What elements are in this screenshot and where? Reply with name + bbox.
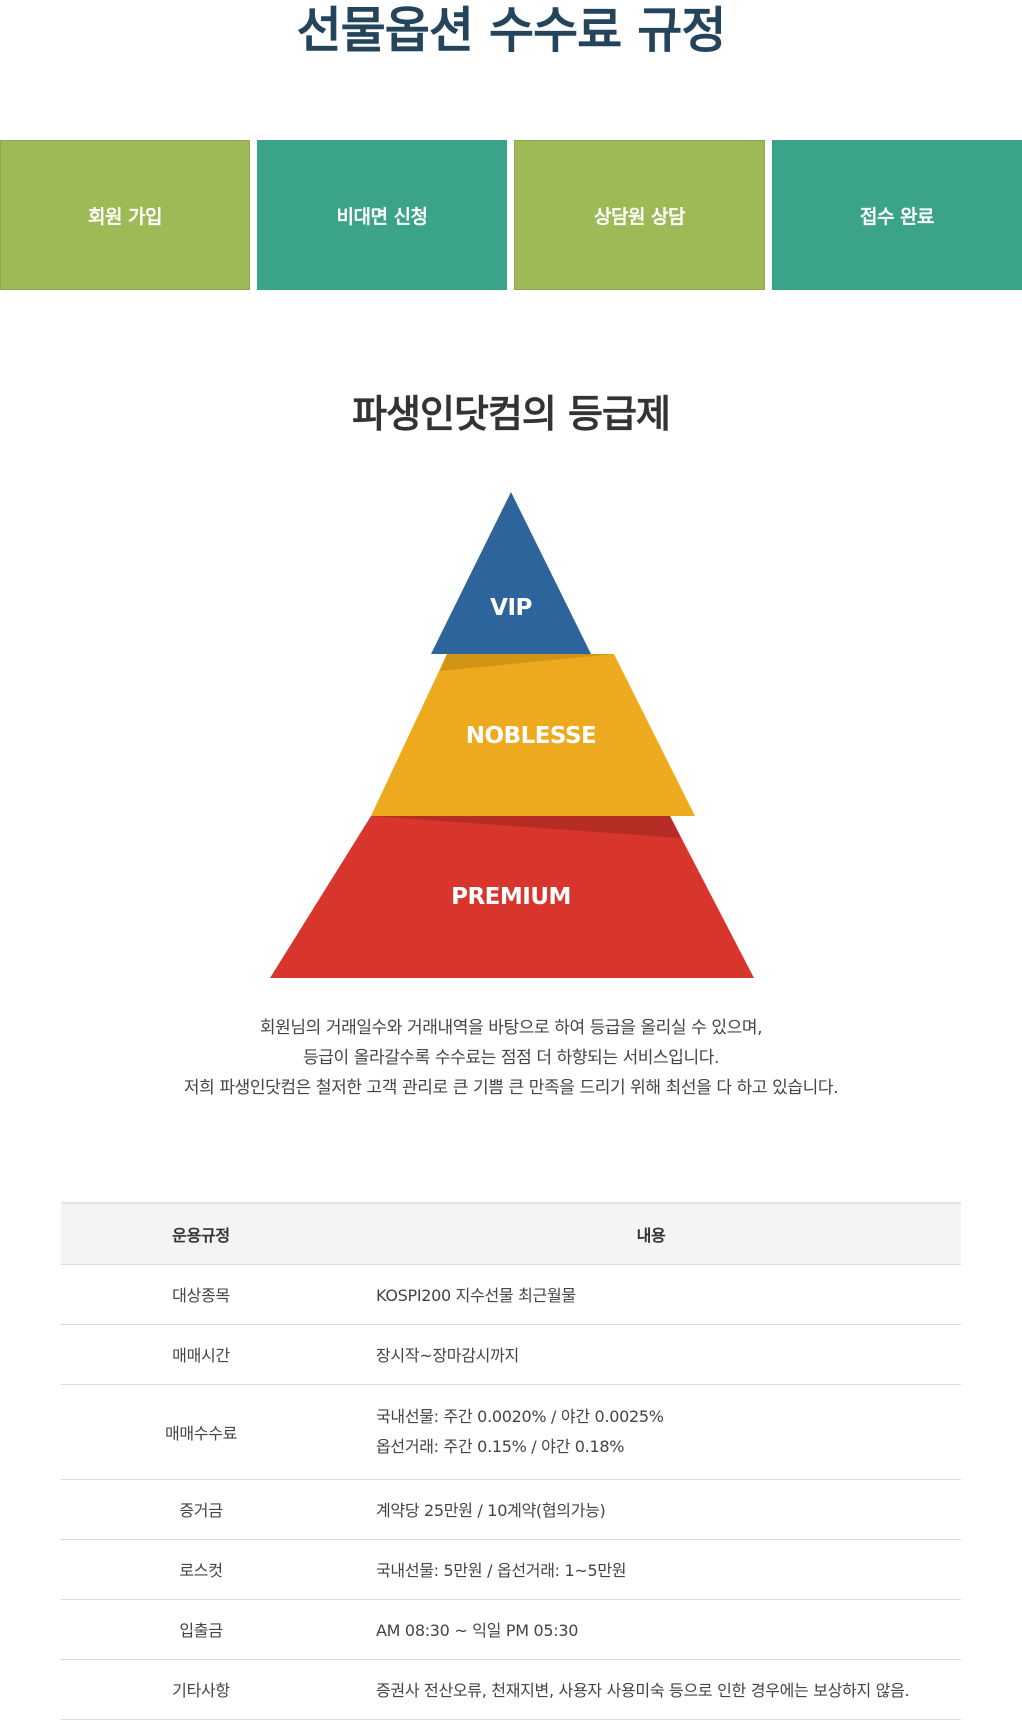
table-row: 로스컷 국내선물: 5만원 / 옵선거래: 1~5만원 [61, 1539, 961, 1600]
table-row: 입출금 AM 08:30 ~ 익일 PM 05:30 [61, 1599, 961, 1660]
content-cell: AM 08:30 ~ 익일 PM 05:30 [341, 1599, 961, 1660]
content-cell: 국내선물: 5만원 / 옵선거래: 1~5만원 [341, 1539, 961, 1600]
tier-premium-shape [270, 816, 754, 978]
content-line: 국내선물: 주간 0.0020% / 야간 0.0025% [376, 1406, 664, 1426]
content-cell: KOSPI200 지수선물 최근월물 [341, 1264, 961, 1325]
header-rule: 운용규정 [61, 1202, 341, 1265]
content-cell: 증권사 전산오류, 천재지변, 사용자 사용미숙 등으로 인한 경우에는 보상하… [341, 1659, 961, 1720]
tier-label-premium: PREMIUM [451, 884, 571, 910]
header-content: 내용 [341, 1202, 961, 1265]
description-line: 저희 파생인닷컴은 철저한 고객 관리로 큰 기쁨 큰 만족을 드리기 위해 최… [183, 1078, 839, 1098]
content-line: 옵선거래: 주간 0.15% / 야간 0.18% [376, 1436, 625, 1456]
page-title: 선물옵션 수수료 규정 [296, 2, 727, 59]
step-signup[interactable]: 회원 가입 [0, 140, 250, 290]
tier-label-vip: VIP [490, 595, 532, 621]
rule-cell: 매매수수료 [61, 1384, 341, 1480]
tier-noblesse-shape [371, 654, 695, 816]
description-line: 등급이 올라갈수록 수수료는 점점 더 하향되는 서비스입니다. [302, 1048, 720, 1068]
content-cell: 국내선물: 주간 0.0020% / 야간 0.0025% 옵선거래: 주간 0… [341, 1384, 961, 1480]
step-remote-apply[interactable]: 비대면 신청 [257, 140, 507, 290]
content-cell: 장시작~장마감시까지 [341, 1324, 961, 1385]
step-complete[interactable]: 접수 완료 [772, 140, 1022, 290]
rule-cell: 증거금 [61, 1479, 341, 1540]
rule-cell: 입출금 [61, 1599, 341, 1660]
grade-section-title: 파생인닷컴의 등급제 [352, 392, 671, 436]
rule-cell: 로스컷 [61, 1539, 341, 1600]
rule-cell: 대상종목 [61, 1264, 341, 1325]
rules-table: 운용규정 내용 대상종목 KOSPI200 지수선물 최근월물 매매시간 장시작… [61, 1202, 961, 1720]
grade-pyramid: VIP NOBLESSE PREMIUM [250, 480, 770, 980]
table-row: 증거금 계약당 25만원 / 10계약(협의가능) [61, 1479, 961, 1540]
table-row: 기타사항 증권사 전산오류, 천재지변, 사용자 사용미숙 등으로 인한 경우에… [61, 1659, 961, 1720]
content-cell: 계약당 25만원 / 10계약(협의가능) [341, 1479, 961, 1540]
table-row: 매매수수료 국내선물: 주간 0.0020% / 야간 0.0025% 옵선거래… [61, 1384, 961, 1480]
table-header-row: 운용규정 내용 [61, 1202, 961, 1265]
step-label: 회원 가입 [87, 205, 163, 228]
tier-vip-shape [431, 492, 591, 654]
table-row: 대상종목 KOSPI200 지수선물 최근월물 [61, 1264, 961, 1325]
step-label: 상담원 상담 [593, 205, 686, 228]
grade-description: 회원님의 거래일수와 거래내역을 바탕으로 하여 등급을 올리실 수 있으며, … [0, 1013, 1022, 1103]
rule-cell: 기타사항 [61, 1659, 341, 1720]
step-label: 접수 완료 [859, 205, 935, 228]
description-line: 회원님의 거래일수와 거래내역을 바탕으로 하여 등급을 올리실 수 있으며, [259, 1018, 763, 1038]
tier-premium-shadow [371, 816, 681, 838]
table-row: 매매시간 장시작~장마감시까지 [61, 1324, 961, 1385]
tier-noblesse-shadow [440, 654, 614, 671]
step-consult[interactable]: 상담원 상담 [514, 140, 765, 290]
rule-cell: 매매시간 [61, 1324, 341, 1385]
step-label: 비대면 신청 [336, 205, 428, 228]
tier-label-noblesse: NOBLESSE [466, 723, 597, 749]
process-steps: 회원 가입 비대면 신청 상담원 상담 접수 완료 [0, 140, 1022, 290]
